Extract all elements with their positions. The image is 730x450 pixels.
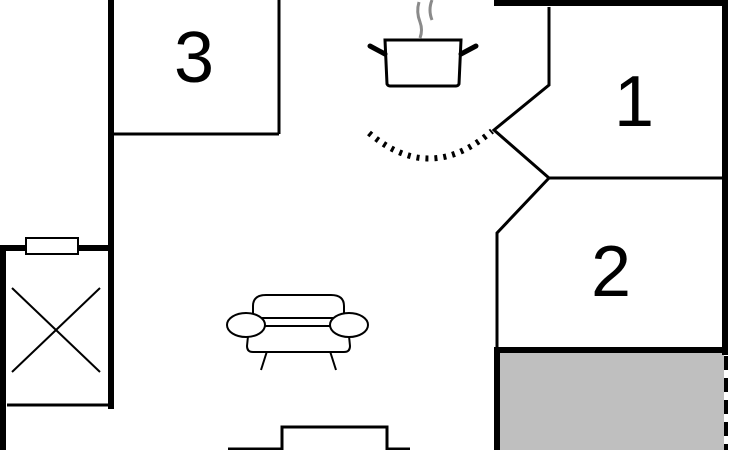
window [25,237,79,255]
crossed-box-icon [11,287,101,373]
interior-walls [7,0,723,450]
room-number-2: 2 [591,232,631,312]
cooking-pot-icon [367,0,479,88]
sofa-icon [226,294,369,371]
kitchen-counter [367,128,494,162]
room-number-3: 3 [174,18,214,98]
terrace-area [500,352,724,450]
room-number-1: 1 [614,62,654,142]
